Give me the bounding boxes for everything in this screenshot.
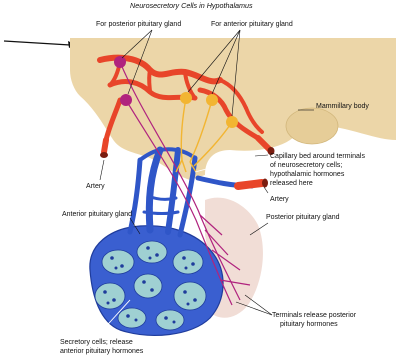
diagram-title: Neurosecretory Cells in Hypothalamus <box>130 1 253 10</box>
label-anterior-pituitary: Anterior pituitary gland <box>62 211 132 218</box>
label-artery-right: Artery <box>270 196 289 203</box>
pointer-arrow-icon <box>4 41 76 48</box>
label-secretory-cells: Secretory cells; release anterior pituit… <box>60 339 144 355</box>
label-anterior-gland-source: For anterior pituitary gland <box>211 21 293 28</box>
label-artery-left: Artery <box>86 183 105 190</box>
artery-right <box>238 179 268 188</box>
mammillary-body <box>286 108 338 144</box>
label-mammillary-body: Mammillary body <box>316 103 369 110</box>
anterior-pituitary-lobe <box>90 226 223 336</box>
label-terminals: Terminals release posterior pituitary ho… <box>272 312 358 328</box>
label-capillary-bed: Capillary bed around terminals of neuros… <box>270 153 367 187</box>
label-posterior-gland-source: For posterior pituitary gland <box>96 21 181 28</box>
label-posterior-pituitary: Posterior pituitary gland <box>266 214 340 221</box>
artery-left <box>100 140 108 158</box>
